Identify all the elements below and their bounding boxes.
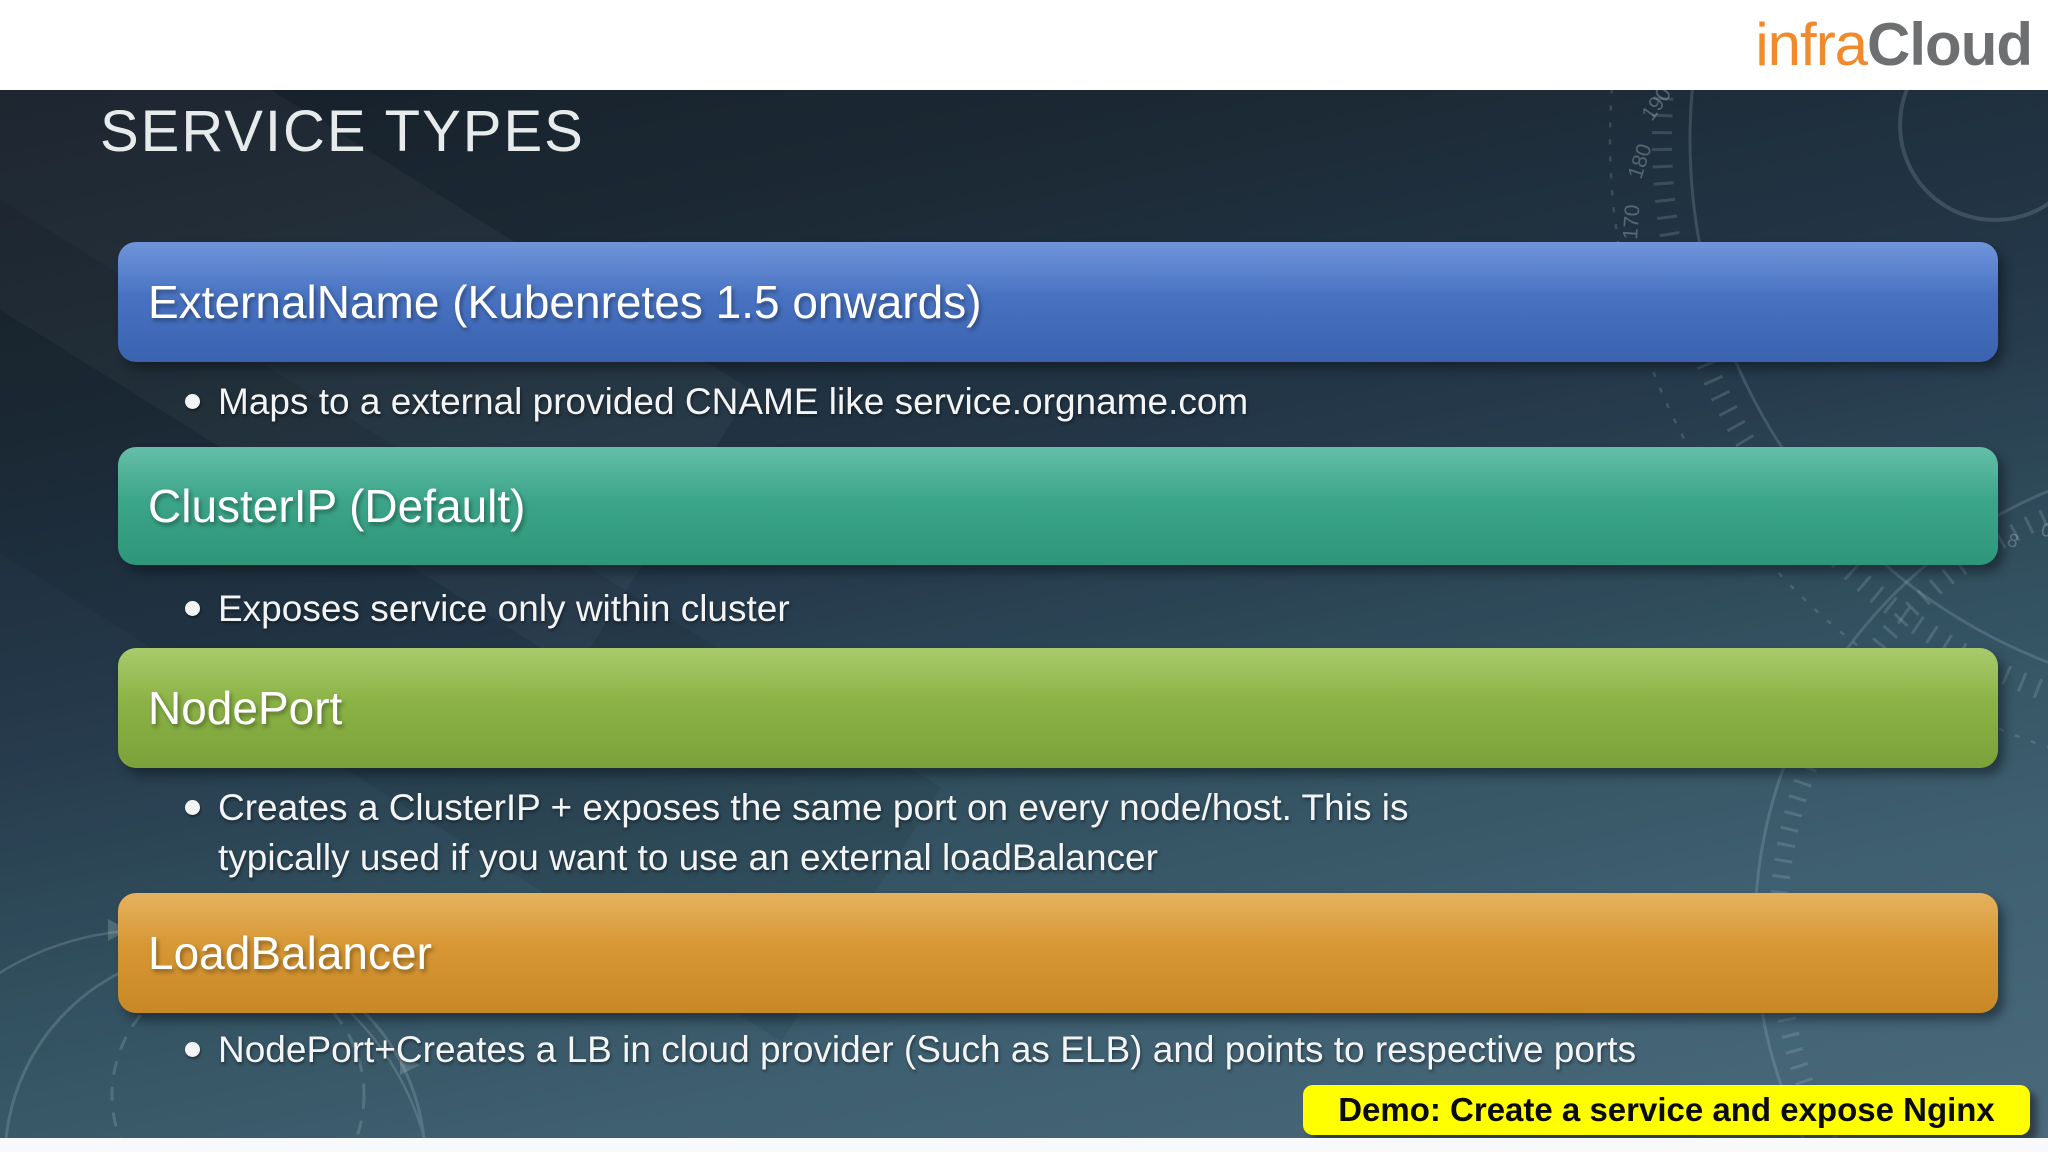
banner-heading: ClusterIP (Default) [148, 480, 526, 532]
bullet-text: Maps to a external provided CNAME like s… [218, 381, 1249, 422]
bullet-item: Creates a ClusterIP + exposes the same p… [185, 783, 1548, 883]
demo-callout: Demo: Create a service and expose Nginx [1303, 1085, 2030, 1135]
demo-callout-text: Demo: Create a service and expose Nginx [1338, 1091, 1995, 1128]
logo-text-cloud: Cloud [1867, 11, 2033, 78]
infracloud-logo: infraCloud [1755, 15, 2033, 75]
banner-heading: ExternalName (Kubenretes 1.5 onwards) [148, 276, 982, 328]
banner-heading: LoadBalancer [148, 927, 432, 979]
bullet-item: NodePort+Creates a LB in cloud provider … [185, 1025, 1636, 1075]
page-title: SERVICE TYPES [100, 99, 585, 164]
dial-number: 170 [1619, 204, 1644, 241]
dial-number: 190 [1637, 90, 1676, 125]
banner-externalname: ExternalName (Kubenretes 1.5 onwards) [118, 242, 1998, 362]
header-bar: infraCloud [0, 0, 2048, 90]
bullet-icon [185, 394, 200, 409]
banner-clusterip: ClusterIP (Default) [118, 447, 1998, 565]
bullet-icon [185, 1042, 200, 1057]
dial-number: 180 [1624, 141, 1657, 181]
banner-nodeport: NodePort [118, 648, 1998, 768]
bullet-text: NodePort+Creates a LB in cloud provider … [218, 1029, 1637, 1070]
logo-text-infra: infra [1755, 11, 1868, 78]
bullet-text: Exposes service only within cluster [218, 588, 790, 629]
banner-loadbalancer: LoadBalancer [118, 893, 1998, 1013]
bullet-item: Exposes service only within cluster [185, 584, 790, 634]
banner-heading: NodePort [148, 682, 343, 734]
bullet-text: Creates a ClusterIP + exposes the same p… [218, 787, 1409, 878]
dial-digit: 8 [2004, 530, 2021, 553]
bullet-icon [185, 601, 200, 616]
bottom-strip [0, 1138, 2048, 1152]
bullet-item: Maps to a external provided CNAME like s… [185, 377, 1248, 427]
bullet-icon [185, 800, 200, 815]
dial-digit: 0 [2039, 519, 2048, 542]
